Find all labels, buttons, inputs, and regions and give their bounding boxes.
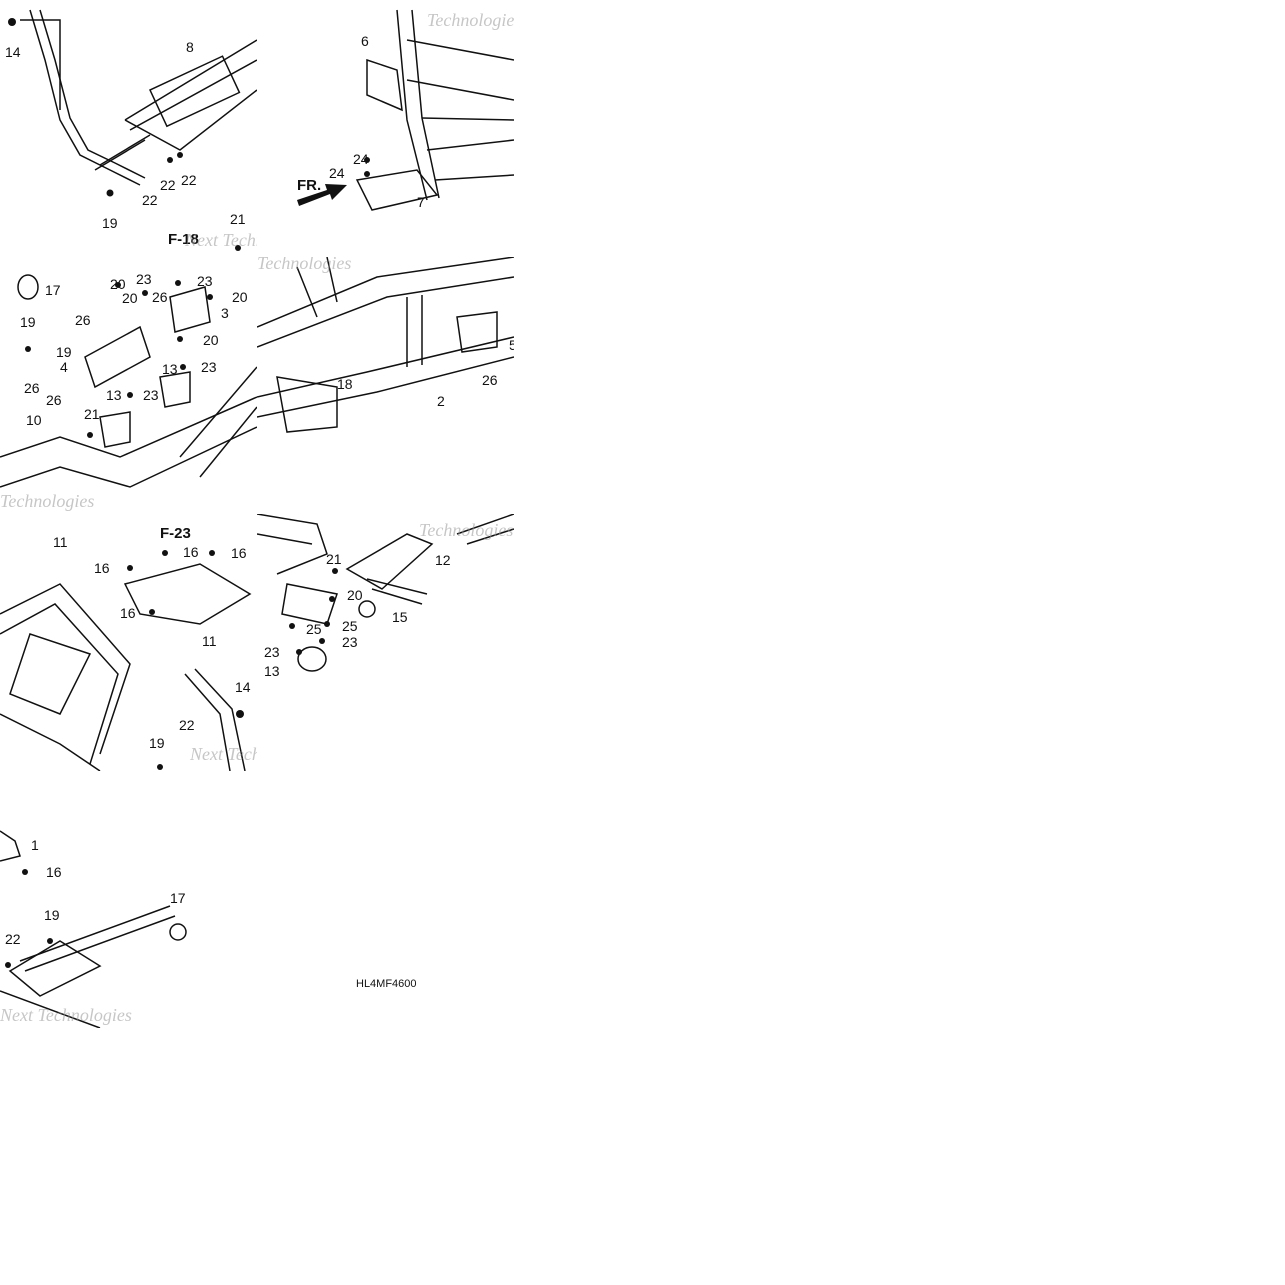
callout: 21 bbox=[84, 406, 100, 422]
callout: 25 bbox=[306, 621, 322, 637]
callout: 19 bbox=[44, 907, 60, 923]
callout: 17 bbox=[45, 282, 61, 298]
tile-handlebar: 14 8 22 22 22 19 21 F-18 Next Technologi… bbox=[5, 9, 257, 251]
callout: 4 bbox=[60, 359, 68, 375]
callout: 2 bbox=[437, 393, 445, 409]
front-arrow-icon bbox=[297, 184, 347, 206]
callout: 1 bbox=[31, 837, 39, 853]
callout: 23 bbox=[264, 644, 280, 660]
callout: 23 bbox=[197, 273, 213, 289]
callout: 26 bbox=[75, 312, 91, 328]
callout: 26 bbox=[482, 372, 498, 388]
callout: 22 bbox=[181, 172, 197, 188]
ref-label: F-23 bbox=[160, 525, 191, 542]
callout: 5 bbox=[509, 337, 514, 353]
callout: 10 bbox=[26, 412, 42, 428]
callout: 18 bbox=[337, 376, 353, 392]
callout: 23 bbox=[136, 271, 152, 287]
callout: 26 bbox=[46, 392, 62, 408]
callout: 20 bbox=[347, 587, 363, 603]
callout: 14 bbox=[5, 44, 21, 60]
tile-cross-tube: 1 16 17 19 22 Next Technologies bbox=[0, 830, 187, 1028]
tile-main-frame: 18 2 26 5 Technologies bbox=[257, 257, 514, 433]
callout: 22 bbox=[142, 192, 158, 208]
callout: 14 bbox=[235, 679, 251, 695]
callout: 3 bbox=[221, 305, 229, 321]
callout: 20 bbox=[110, 276, 126, 292]
callout: 26 bbox=[152, 289, 168, 305]
watermark: Technologies bbox=[257, 257, 351, 273]
callout: 19 bbox=[149, 735, 165, 751]
callout: 24 bbox=[329, 165, 345, 181]
watermark: Next Technologies bbox=[0, 1005, 132, 1025]
callout: 22 bbox=[160, 177, 176, 193]
ref-label: F-18 bbox=[168, 231, 199, 248]
callout: 15 bbox=[392, 609, 408, 625]
callout: 13 bbox=[106, 387, 122, 403]
callout: 12 bbox=[435, 552, 451, 568]
callout: 6 bbox=[361, 33, 369, 49]
callout: 11 bbox=[53, 534, 68, 550]
callout: 19 bbox=[20, 314, 36, 330]
callout: 7 bbox=[417, 194, 425, 210]
callout: 25 bbox=[342, 618, 358, 634]
callout: 13 bbox=[162, 361, 178, 377]
watermark: Next Technologies bbox=[189, 744, 257, 764]
callout: 23 bbox=[201, 359, 217, 375]
watermark: Technologies bbox=[419, 520, 513, 540]
callout: 21 bbox=[230, 211, 246, 227]
callout: 20 bbox=[203, 332, 219, 348]
callout: 22 bbox=[5, 931, 21, 947]
callout: 16 bbox=[120, 605, 136, 621]
callout: 16 bbox=[231, 545, 247, 561]
callout: 20 bbox=[232, 289, 248, 305]
callout: 20 bbox=[122, 290, 138, 306]
callout: 11 bbox=[202, 633, 217, 649]
watermark: Technologies bbox=[0, 491, 94, 511]
tile-rear-mounts: 12 21 20 15 25 25 23 23 13 9 Technologie… bbox=[257, 514, 514, 679]
callout: 19 bbox=[56, 344, 72, 360]
callout: 23 bbox=[342, 634, 358, 650]
callout: 26 bbox=[24, 380, 40, 396]
callout: 19 bbox=[102, 215, 118, 231]
callout: 13 bbox=[264, 663, 280, 679]
callout: 23 bbox=[143, 387, 159, 403]
callout: 22 bbox=[179, 717, 195, 733]
callout: 24 bbox=[353, 151, 369, 167]
watermark: Technologies bbox=[427, 10, 514, 30]
callout: 16 bbox=[183, 544, 199, 560]
callout: 17 bbox=[170, 890, 186, 906]
callout: 21 bbox=[326, 551, 342, 567]
front-label: FR. bbox=[297, 177, 321, 194]
callout: 8 bbox=[186, 39, 194, 55]
tile-engine-mounts: 17 19 19 20 23 20 26 23 20 3 26 4 20 23 … bbox=[0, 271, 257, 511]
tile-rear-frame: 11 16 16 16 16 11 14 22 19 F-23 Next Tec… bbox=[0, 525, 257, 771]
watermark: Next Technologies bbox=[184, 230, 257, 250]
diagram-code: HL4MF4600 bbox=[356, 978, 417, 990]
callout: 16 bbox=[46, 864, 62, 880]
callout: 16 bbox=[94, 560, 110, 576]
tile-front-frame: 6 24 24 7 FR. Technologies bbox=[297, 9, 514, 211]
